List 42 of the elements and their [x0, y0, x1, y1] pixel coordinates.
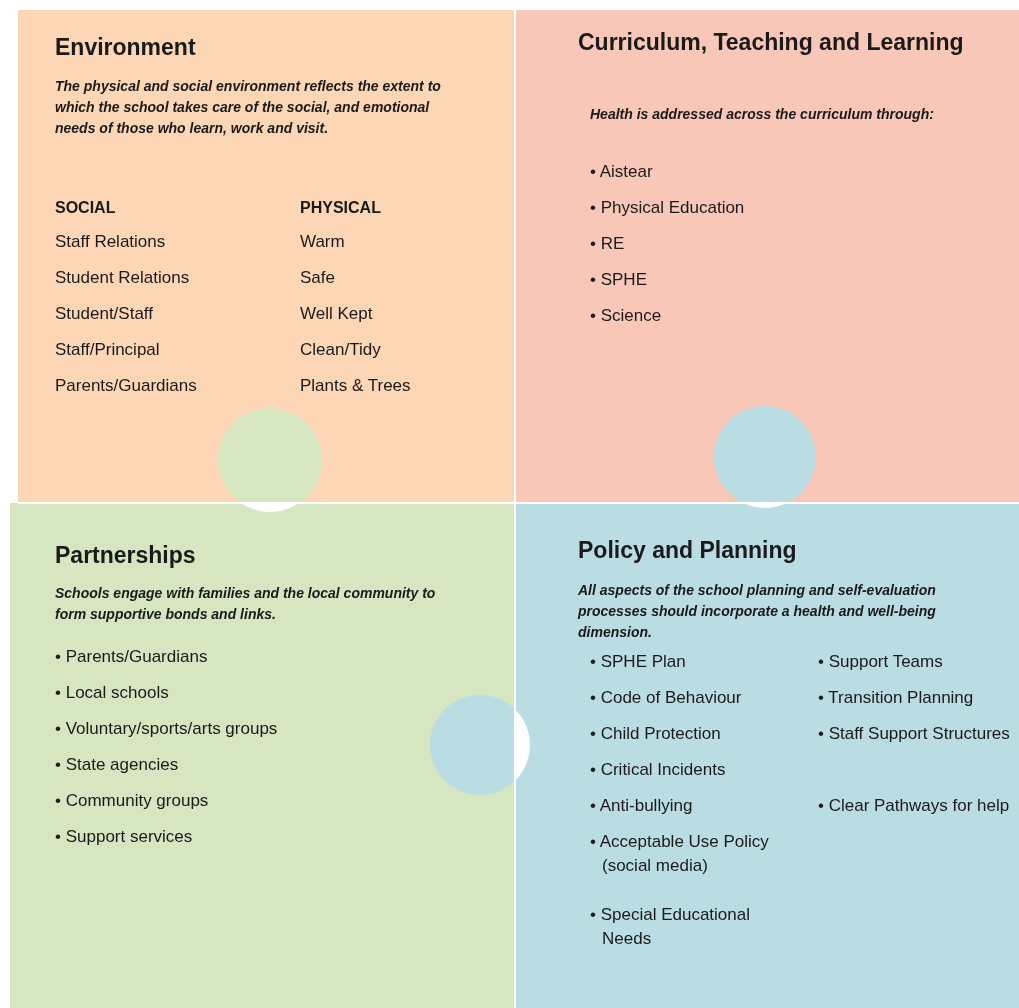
description: All aspects of the school planning and self-evaluation processes should incorporate a health and well-being dimension. [578, 581, 937, 642]
item-text: Student/Staff [55, 304, 154, 325]
item-text: Plants & Trees [300, 376, 412, 397]
list-item: • Clear Pathways for help [818, 795, 1011, 817]
item-text: Parents/Guardians [55, 376, 198, 397]
list-item: • Support Teams [818, 651, 944, 673]
list-item: • Voluntary/sports/arts groups [55, 718, 279, 740]
item-text: Student Relations [55, 268, 191, 289]
list-item: • Anti-bullying [590, 795, 694, 817]
heading: Partnerships [55, 543, 197, 569]
description: Schools engage with families and the local community to form supportive bonds and links. [55, 584, 437, 624]
list-item: • Aistear [590, 161, 654, 183]
item-text: Clean/Tidy [300, 340, 382, 361]
list-item: • SPHE [590, 269, 648, 291]
list-item: • State agencies [55, 754, 180, 776]
list-item: • Physical Education [590, 197, 746, 219]
list-item: • Code of Behaviour [590, 687, 743, 709]
item-text: Safe [300, 268, 336, 289]
list-item: • Child Protection [590, 723, 722, 745]
description: The physical and social environment reflects the extent to which the school takes care of the social, and emotional needs of those who learn, work and visit. [55, 77, 442, 138]
heading: Policy and Planning [578, 538, 798, 564]
heading: Curriculum, Teaching and Learning [578, 30, 965, 56]
description: Health is addressed across the curriculum through: [590, 105, 935, 124]
list-item: • Support services [55, 826, 194, 848]
list-item: • SPHE Plan [590, 651, 687, 673]
item-text: Warm [300, 232, 346, 253]
item-text: Staff Relations [55, 232, 167, 253]
item-text: Staff/Principal [55, 340, 161, 361]
heading: Environment [55, 35, 197, 61]
column-heading: PHYSICAL [300, 198, 382, 218]
list-item: • Transition Planning [818, 687, 975, 709]
list-item: • Critical Incidents [590, 759, 727, 781]
item-text: Well Kept [300, 304, 374, 325]
list-item: • Community groups [55, 790, 210, 812]
list-item: • Local schools [55, 682, 170, 704]
list-item: • Special Educational Needs [590, 904, 751, 950]
list-item: • RE [590, 233, 626, 255]
list-item: • Parents/Guardians [55, 646, 209, 668]
list-item: • Acceptable Use Policy (social media) [590, 831, 770, 877]
list-item: • Science [590, 305, 663, 327]
column-heading: SOCIAL [55, 198, 117, 218]
list-item: • Staff Support Structures [818, 723, 1011, 745]
